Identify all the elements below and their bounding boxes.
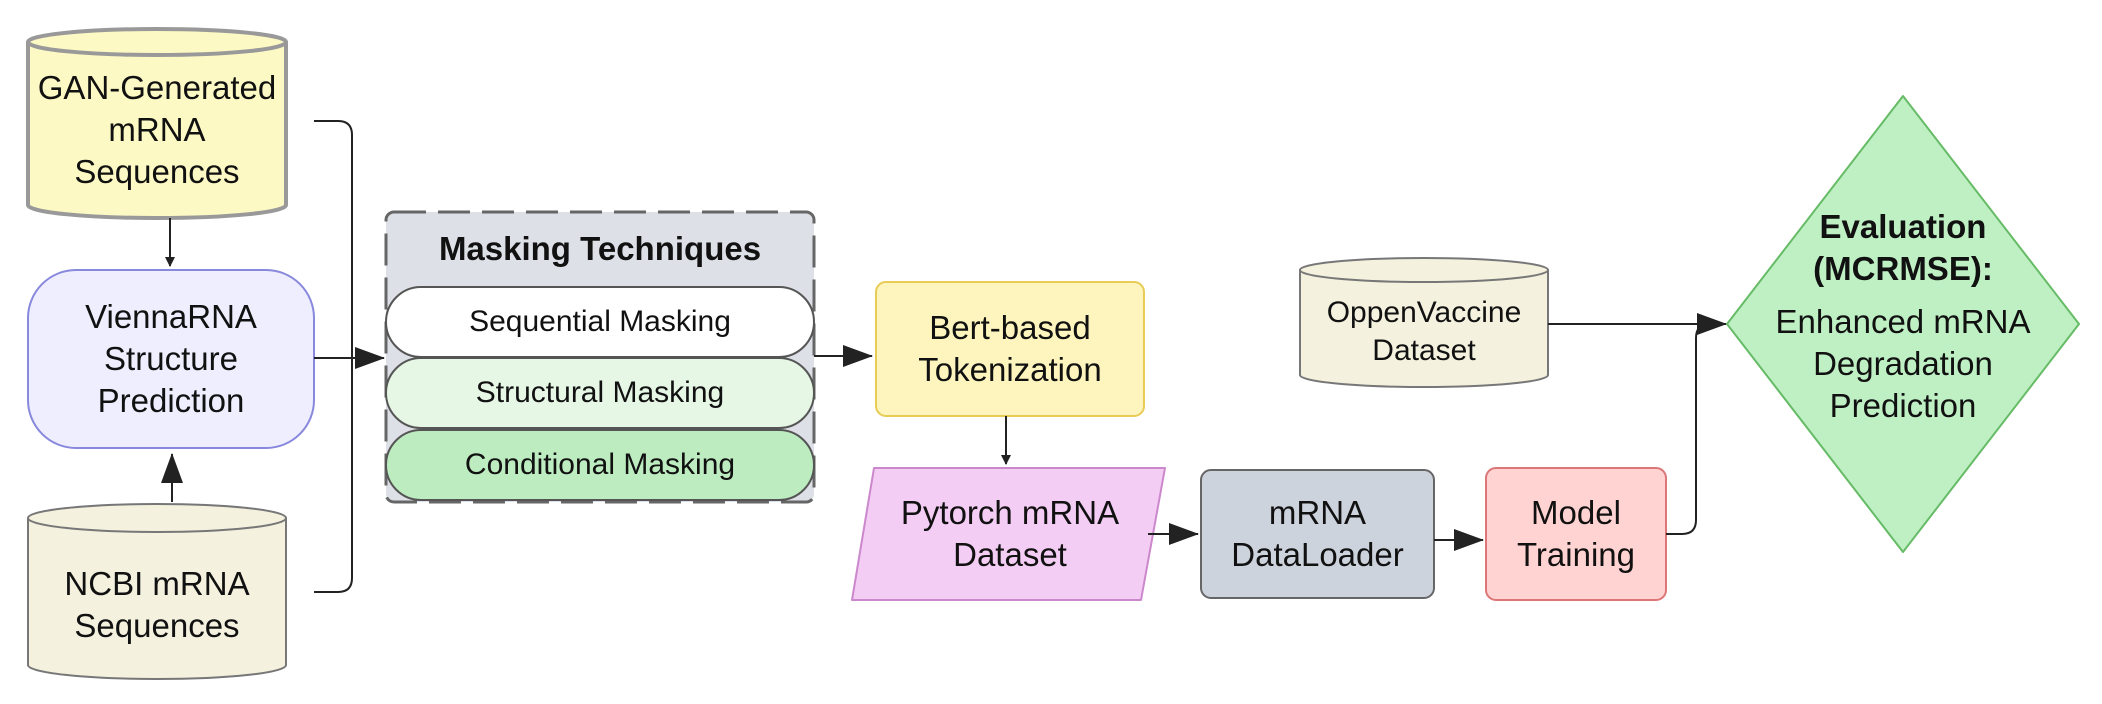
oppen-cylinder-top — [1299, 257, 1549, 283]
loader-label: mRNA DataLoader — [1231, 494, 1404, 573]
masking-title: Masking Techniques — [438, 230, 762, 268]
evaluation-title: Evaluation (MCRMSE): — [1813, 208, 1993, 287]
connector-ncbi-to-masking — [314, 358, 353, 593]
evaluation-label: Enhanced mRNA Degradation Prediction — [1775, 303, 2031, 424]
masking-item-structural: Structural Masking — [475, 375, 725, 409]
bert-node — [875, 281, 1145, 417]
gan-cylinder-top — [26, 27, 288, 57]
pytorch-label: Pytorch mRNA Dataset — [900, 494, 1120, 573]
evaluation-node — [1726, 95, 2080, 553]
pytorch-node — [851, 467, 1166, 601]
gan-cylinder-body — [26, 42, 288, 220]
vienna-label: ViennaRNA Structure Prediction — [85, 298, 257, 419]
ncbi-cylinder-body — [27, 518, 287, 680]
masking-item-conditional-shape — [385, 429, 815, 501]
training-label: Model Training — [1517, 494, 1635, 573]
ncbi-sequences-cylinder — [27, 503, 287, 680]
masking-item-conditional: Conditional Masking — [464, 447, 736, 481]
ncbi-sequences-label: NCBI mRNA Sequences — [64, 565, 250, 644]
ncbi-cylinder-top — [27, 503, 287, 533]
gan-sequences-label: GAN-Generated mRNA Sequences — [37, 69, 277, 190]
connector-training-to-evaluation — [1666, 323, 1711, 535]
gan-sequences-cylinder — [26, 27, 288, 220]
connectors — [161, 120, 1727, 593]
masking-item-sequential: Sequential Masking — [469, 304, 731, 338]
connector-gan-to-masking — [314, 120, 353, 358]
bert-label: Bert-based Tokenization — [918, 309, 1102, 388]
oppen-cylinder-body — [1299, 270, 1549, 388]
loader-node — [1200, 469, 1435, 599]
oppen-dataset-label: OppenVaccine Dataset — [1326, 295, 1522, 367]
masking-item-structural-shape — [385, 357, 815, 429]
oppen-dataset-cylinder — [1299, 257, 1549, 388]
